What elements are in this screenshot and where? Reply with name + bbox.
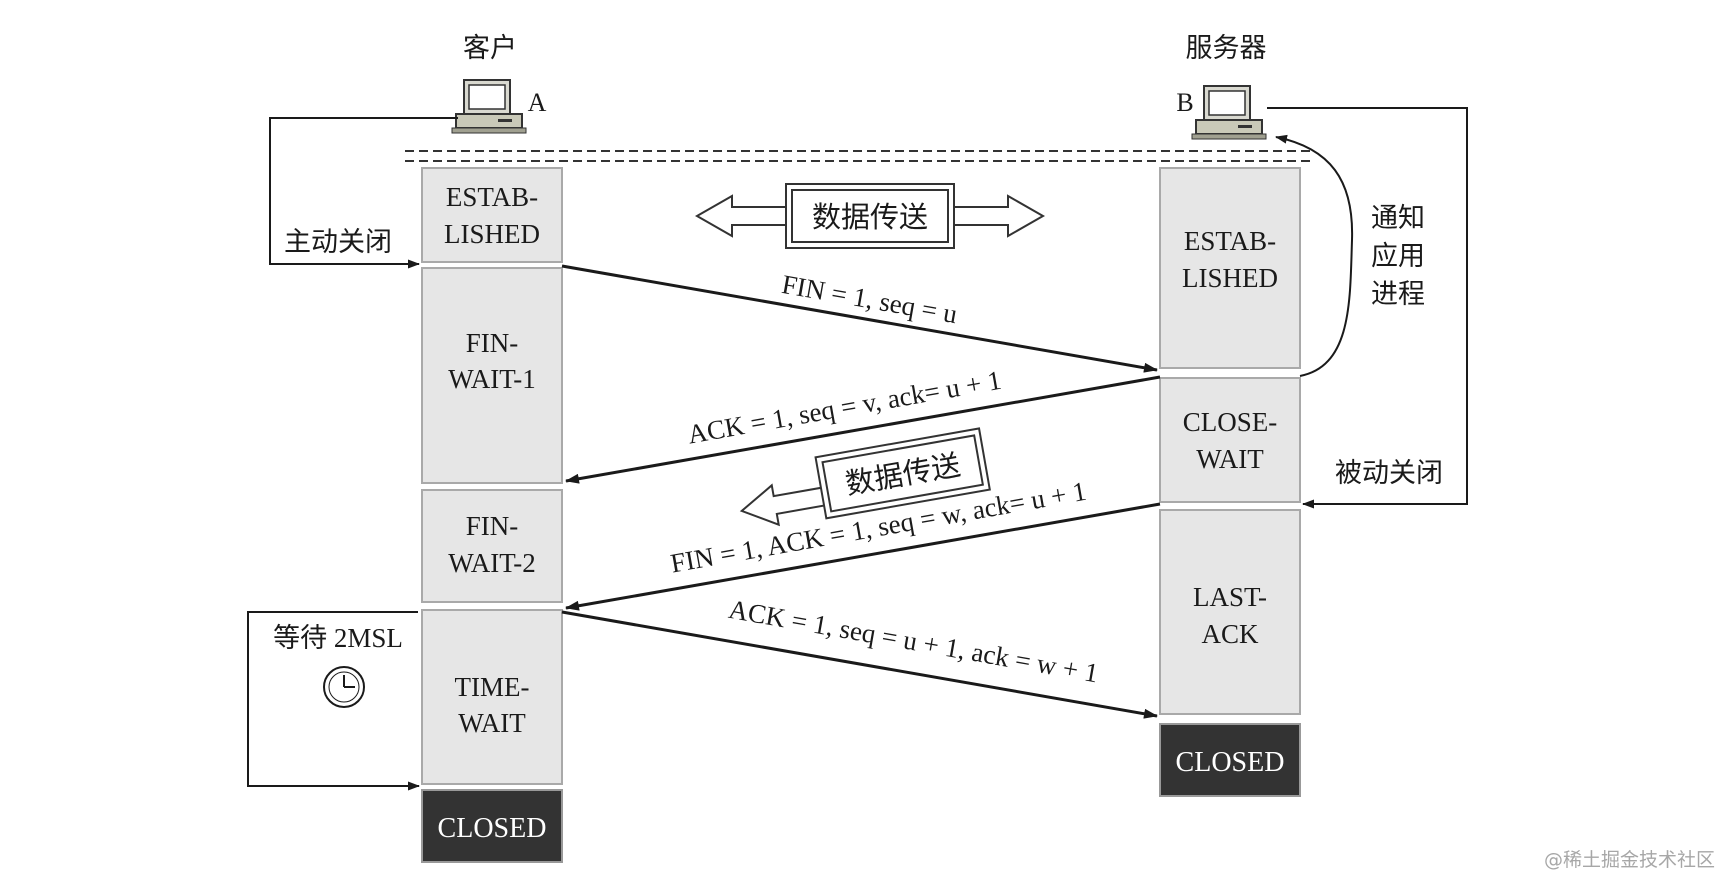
data-transfer-label: 数据传送 — [812, 201, 928, 234]
svg-text:FIN-: FIN- — [466, 511, 519, 541]
message-arrow-ack — [565, 375, 1161, 484]
client-state-time-wait: TIME- WAIT — [421, 609, 563, 785]
client-title: 客户 — [463, 33, 517, 63]
wait-2msl-connector — [247, 611, 420, 791]
server-state-close-wait: CLOSE- WAIT — [1159, 377, 1301, 503]
svg-text:CLOSE-: CLOSE- — [1183, 407, 1278, 437]
passive-close-connector — [1267, 107, 1468, 509]
watermark: @稀土掘金技术社区 — [1543, 849, 1715, 871]
computer-icon — [451, 79, 527, 134]
wait-2msl-label: 等待 2MSL — [273, 623, 403, 653]
svg-text:CLOSED: CLOSED — [1176, 747, 1285, 778]
svg-text:ESTAB-: ESTAB- — [1184, 226, 1276, 256]
message-arrow-last-ack — [561, 610, 1158, 719]
passive-close-label: 被动关闭 — [1335, 458, 1443, 488]
notify-app-label-1: 通知 — [1371, 203, 1425, 233]
client-id: A — [528, 88, 547, 117]
client-state-established: ESTAB- LISHED — [421, 167, 563, 263]
svg-text:LISHED: LISHED — [444, 219, 540, 249]
svg-text:ESTAB-: ESTAB- — [446, 182, 538, 212]
server-state-closed: CLOSED — [1159, 723, 1301, 797]
server-title: 服务器 — [1186, 33, 1267, 63]
active-close-connector — [269, 117, 458, 269]
svg-text:WAIT: WAIT — [1196, 444, 1264, 474]
client-state-fin-wait-2: FIN- WAIT-2 — [421, 489, 563, 603]
notify-app-label-2: 应用 — [1371, 241, 1425, 271]
message-arrow-fin-ack — [565, 502, 1161, 611]
svg-text:LISHED: LISHED — [1182, 263, 1278, 293]
svg-text:CLOSED: CLOSED — [438, 813, 547, 844]
server-state-last-ack: LAST- ACK — [1159, 509, 1301, 715]
svg-text:WAIT-2: WAIT-2 — [448, 548, 536, 578]
svg-text:LAST-: LAST- — [1193, 582, 1267, 612]
message-arrow-fin — [561, 264, 1158, 373]
svg-text:WAIT-1: WAIT-1 — [448, 364, 536, 394]
notify-app-label-3: 进程 — [1371, 279, 1425, 309]
svg-text:TIME-: TIME- — [455, 672, 530, 702]
active-close-label: 主动关闭 — [284, 227, 392, 257]
server-id: B — [1176, 88, 1193, 117]
notify-app-curve — [1275, 134, 1354, 377]
data-transfer-bidirectional: 数据传送 — [694, 183, 1046, 249]
clock-icon — [323, 666, 365, 708]
svg-text:WAIT: WAIT — [458, 708, 526, 738]
data-transfer-server-to-client: 数据传送 — [739, 427, 991, 527]
svg-text:FIN-: FIN- — [466, 328, 519, 358]
client-state-closed: CLOSED — [421, 789, 563, 863]
server-state-established: ESTAB- LISHED — [1159, 167, 1301, 369]
computer-icon — [1191, 85, 1267, 140]
svg-text:ACK: ACK — [1201, 619, 1259, 649]
client-state-fin-wait-1: FIN- WAIT-1 — [421, 267, 563, 484]
